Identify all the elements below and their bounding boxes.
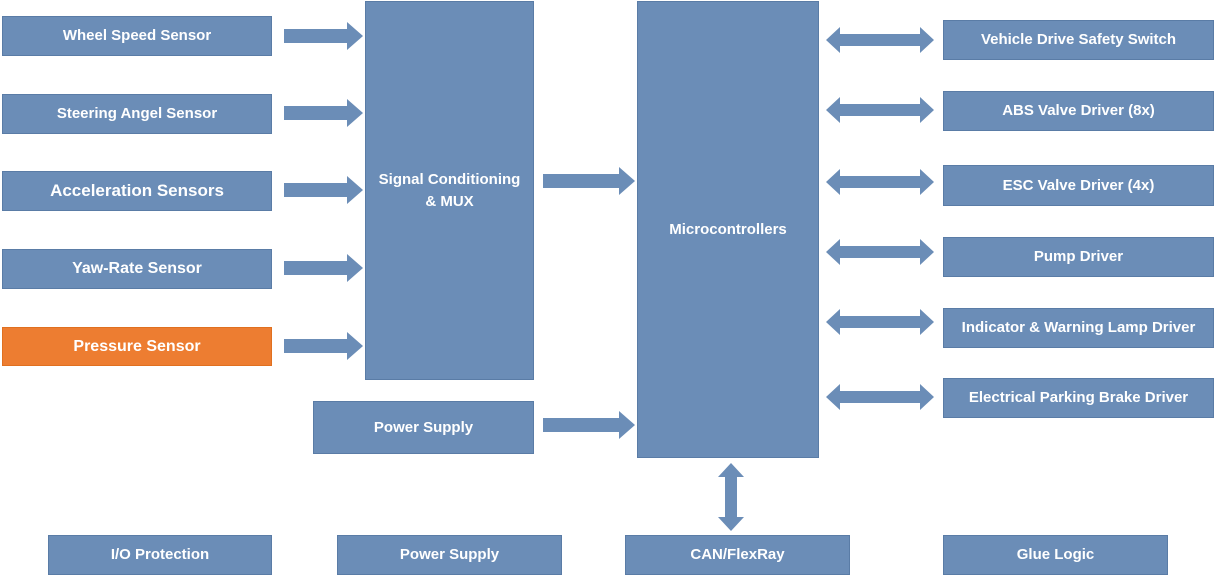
vehicle-drive-safety-switch-label: Vehicle Drive Safety Switch	[980, 31, 1177, 48]
wheel-speed-sensor-box: Wheel Speed Sensor	[2, 16, 272, 56]
glue-logic-box: Glue Logic	[943, 535, 1168, 575]
sensor-arrow-2	[284, 176, 363, 204]
mcu-driver-arrow-2	[826, 169, 934, 195]
io-protection-box: I/O Protection	[48, 535, 272, 575]
mcu-driver-arrow-5	[826, 384, 934, 410]
mcu-driver-arrow-3	[826, 239, 934, 265]
mux-label: & MUX	[425, 192, 474, 210]
mcu-driver-arrow-4	[826, 309, 934, 335]
pump-driver-label: Pump Driver	[1033, 248, 1124, 265]
mux-to-mcu-arrow	[543, 167, 635, 195]
wheel-speed-sensor-label: Wheel Speed Sensor	[62, 27, 212, 44]
glue-logic-label: Glue Logic	[1016, 546, 1095, 563]
indicator-warning-lamp-driver-label: Indicator & Warning Lamp Driver	[961, 319, 1196, 336]
sensor-arrow-1	[284, 99, 363, 127]
acceleration-sensors-label: Acceleration Sensors	[50, 181, 224, 200]
pressure-sensor-box: Pressure Sensor	[2, 327, 272, 366]
signal-conditioning-mux-box: Signal Conditioning & MUX	[365, 1, 534, 380]
pressure-sensor-label: Pressure Sensor	[73, 337, 201, 355]
abs-valve-driver-box: ABS Valve Driver (8x)	[943, 91, 1214, 131]
electrical-parking-brake-driver-label: Electrical Parking Brake Driver	[968, 389, 1189, 406]
sensor-arrow-3	[284, 254, 363, 282]
power-supply-bottom-label: Power Supply	[399, 546, 500, 563]
yaw-rate-sensor-label: Yaw-Rate Sensor	[72, 260, 202, 277]
signal-conditioning-label: Signal Conditioning	[378, 170, 521, 188]
abs-valve-driver-label: ABS Valve Driver (8x)	[1002, 102, 1155, 119]
mcu-can-arrow	[718, 463, 744, 531]
mcu-driver-arrow-0	[826, 27, 934, 53]
io-protection-label: I/O Protection	[110, 546, 210, 563]
microcontrollers-box: Microcontrollers	[637, 1, 819, 458]
steering-angle-sensor-label: Steering Angel Sensor	[56, 105, 218, 122]
pump-driver-box: Pump Driver	[943, 237, 1214, 277]
acceleration-sensors-box: Acceleration Sensors	[2, 171, 272, 211]
electrical-parking-brake-driver-box: Electrical Parking Brake Driver	[943, 378, 1214, 418]
esc-valve-driver-box: ESC Valve Driver (4x)	[943, 165, 1214, 206]
yaw-rate-sensor-box: Yaw-Rate Sensor	[2, 249, 272, 289]
power-supply-main-box: Power Supply	[313, 401, 534, 454]
indicator-warning-lamp-driver-box: Indicator & Warning Lamp Driver	[943, 308, 1214, 348]
vehicle-drive-safety-switch-box: Vehicle Drive Safety Switch	[943, 20, 1214, 60]
mcu-driver-arrow-1	[826, 97, 934, 123]
steering-angle-sensor-box: Steering Angel Sensor	[2, 94, 272, 134]
microcontrollers-label: Microcontrollers	[669, 221, 787, 238]
sensor-arrow-0	[284, 22, 363, 50]
esc-valve-driver-label: ESC Valve Driver (4x)	[1002, 176, 1155, 194]
can-flexray-label: CAN/FlexRay	[690, 546, 785, 563]
power-supply-main-label: Power Supply	[373, 418, 474, 436]
can-flexray-box: CAN/FlexRay	[625, 535, 850, 575]
power-to-mcu-arrow	[543, 411, 635, 439]
sensor-arrow-4	[284, 332, 363, 360]
